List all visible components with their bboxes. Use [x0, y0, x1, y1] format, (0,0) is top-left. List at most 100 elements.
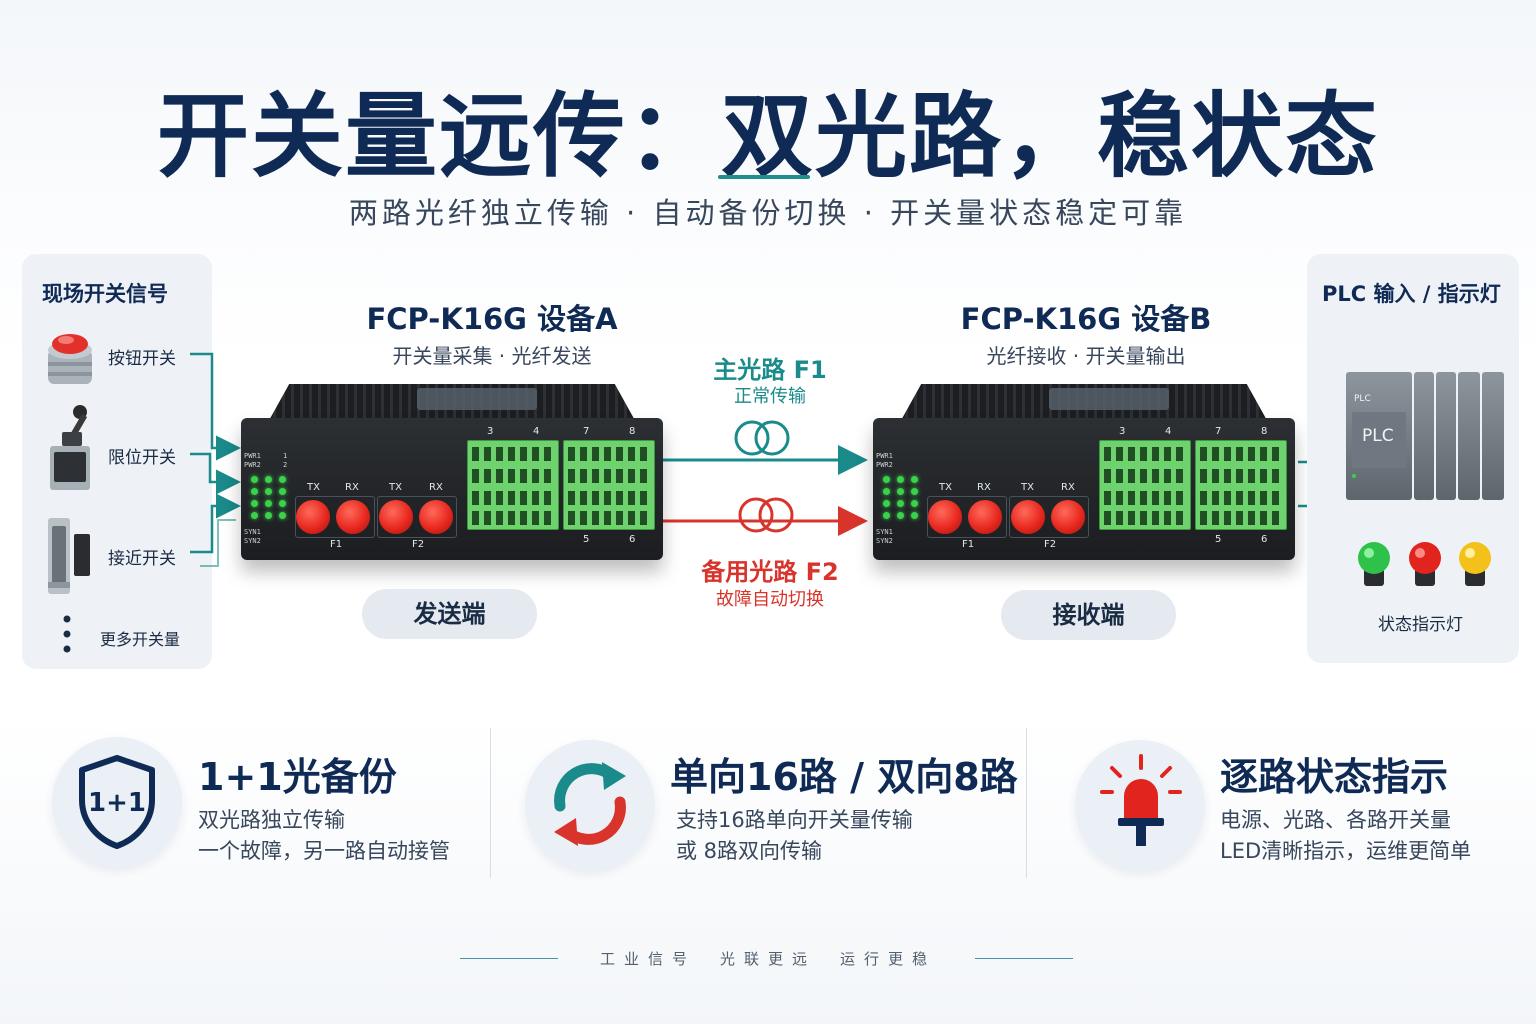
red-light-icon	[1409, 542, 1441, 586]
signal-line-2	[190, 452, 241, 495]
feature-2-line-2: 或 8路双向传输	[676, 839, 823, 863]
device-a-terminal-block-left[interactable]	[467, 440, 559, 530]
device-a-f2-label: F2	[412, 539, 425, 550]
feature-2-desc: 支持16路单向开关量传输 或 8路双向传输	[676, 805, 913, 867]
device-a-term-label-4: 4	[533, 426, 540, 437]
feature-divider-2	[1026, 728, 1027, 878]
device-a-tx1-label: TX	[307, 482, 320, 493]
title-underline	[718, 175, 810, 179]
device-b-f1-label: F1	[962, 539, 975, 550]
more-switches-label: 更多开关量	[100, 630, 181, 649]
device-b-fiber-port-rx2[interactable]	[1051, 500, 1085, 534]
device-b-rx1-label: RX	[977, 482, 991, 493]
signal-line-4	[200, 519, 236, 567]
backup-route-title: 备用光路 F2	[701, 558, 839, 586]
feature-3-line-2: LED清晰指示，运维更简单	[1220, 839, 1472, 863]
feature-3-title: 逐路状态指示	[1220, 755, 1449, 799]
device-b-title: FCP-K16G 设备B	[960, 302, 1212, 336]
field-signals-title: 现场开关信号	[42, 282, 168, 306]
feature-1-line-2: 一个故障，另一路自动接管	[198, 839, 450, 863]
device-b-f2-label: F2	[1044, 539, 1057, 550]
device-b-subtitle: 光纤接收 · 开关量输出	[986, 344, 1186, 368]
device-b-fiber-port-tx2[interactable]	[1011, 500, 1045, 534]
device-a-heatsink	[267, 384, 637, 424]
device-a-terminal-block-right[interactable]	[563, 440, 655, 530]
footer-slogan: 工业信号 光联更远 运行更稳	[599, 950, 936, 968]
footer-line-right	[975, 958, 1073, 959]
primary-route-subtitle: 正常传输	[734, 386, 806, 407]
alarm-light-icon	[1098, 754, 1184, 850]
plc-unit: PLC PLC	[1346, 372, 1506, 500]
device-a-term-label-8: 8	[629, 426, 636, 437]
device-b-rx2-label: RX	[1061, 482, 1075, 493]
plc-cpu-module: PLC PLC	[1346, 372, 1412, 500]
feature-3-line-1: 电源、光路、各路开关量	[1220, 808, 1451, 832]
green-light-icon	[1358, 542, 1390, 586]
device-a-rx2-label: RX	[429, 482, 443, 493]
proximity-switch-label: 接近开关	[108, 549, 176, 569]
device-a-subtitle: 开关量采集 · 光纤发送	[392, 344, 592, 368]
primary-fiber-coil-icon	[734, 420, 790, 456]
device-a-term-label-6: 6	[629, 534, 636, 545]
backup-route-subtitle: 故障自动切换	[716, 589, 824, 610]
device-b-terminal-block-left[interactable]	[1099, 440, 1191, 530]
plc-output-title: PLC 输入 / 指示灯	[1322, 282, 1501, 306]
device-b-term-label-6: 6	[1261, 534, 1268, 545]
device-a-port-group-f2	[377, 496, 457, 538]
device-a-fiber-port-tx2[interactable]	[379, 500, 413, 534]
device-b-terminal-block-right[interactable]	[1195, 440, 1287, 530]
plc-label: PLC	[1362, 426, 1394, 446]
signal-line-1	[190, 352, 241, 461]
feature-1-line-1: 双光路独立传输	[198, 808, 345, 832]
device-a-fiber-port-rx1[interactable]	[336, 500, 370, 534]
device-b-term-label-8: 8	[1261, 426, 1268, 437]
device-a-title: FCP-K16G 设备A	[366, 302, 618, 336]
device-b-term-label-5: 5	[1215, 534, 1222, 545]
receiver-pill: 接收端	[1001, 590, 1176, 640]
shield-icon-text: 1+1	[88, 788, 146, 818]
backup-fiber-coil-icon	[738, 497, 794, 533]
feature-divider-1	[490, 728, 491, 878]
device-a-term-label-3: 3	[487, 426, 494, 437]
status-lights-label: 状态指示灯	[1378, 615, 1463, 635]
sender-pill: 发送端	[362, 589, 537, 639]
device-a-led-grid	[251, 476, 288, 519]
device-b-fiber-port-rx1[interactable]	[968, 500, 1002, 534]
page-title: 开关量远传：双光路，稳状态	[156, 83, 1379, 190]
limit-switch-label: 限位开关	[108, 448, 176, 468]
device-b-led-grid	[883, 476, 920, 519]
device-a-tx2-label: TX	[389, 482, 402, 493]
device-a-fiber-port-rx2[interactable]	[419, 500, 453, 534]
sync-arrows-icon	[540, 758, 640, 850]
device-b-term-label-4: 4	[1165, 426, 1172, 437]
device-a-port-group-f1	[295, 496, 375, 538]
device-b-tx2-label: TX	[1021, 482, 1034, 493]
feature-1-desc: 双光路独立传输 一个故障，另一路自动接管	[198, 805, 450, 867]
push-button-label: 按钮开关	[108, 349, 176, 369]
footer-line-left	[460, 958, 558, 959]
device-a-term-label-5: 5	[583, 534, 590, 545]
device-b-port-group-f2	[1009, 496, 1089, 538]
feature-3-desc: 电源、光路、各路开关量 LED清晰指示，运维更简单	[1220, 805, 1471, 867]
device-a-fiber-port-tx1[interactable]	[296, 500, 330, 534]
device-a-rx1-label: RX	[345, 482, 359, 493]
device-b-tx1-label: TX	[939, 482, 952, 493]
feature-2-title: 单向16路 / 双向8路	[670, 755, 1018, 799]
proximity-switch-icon	[44, 512, 96, 598]
device-b-heatsink	[899, 384, 1269, 424]
push-button-icon	[44, 328, 96, 388]
feature-2-icon-bg	[525, 740, 655, 870]
feature-1-title: 1+1光备份	[198, 755, 397, 799]
primary-route-title: 主光路 F1	[713, 356, 827, 384]
device-b-fiber-port-tx1[interactable]	[928, 500, 962, 534]
device-a-f1-label: F1	[330, 539, 343, 550]
yellow-light-icon	[1459, 542, 1491, 586]
signal-line-3	[190, 493, 241, 554]
